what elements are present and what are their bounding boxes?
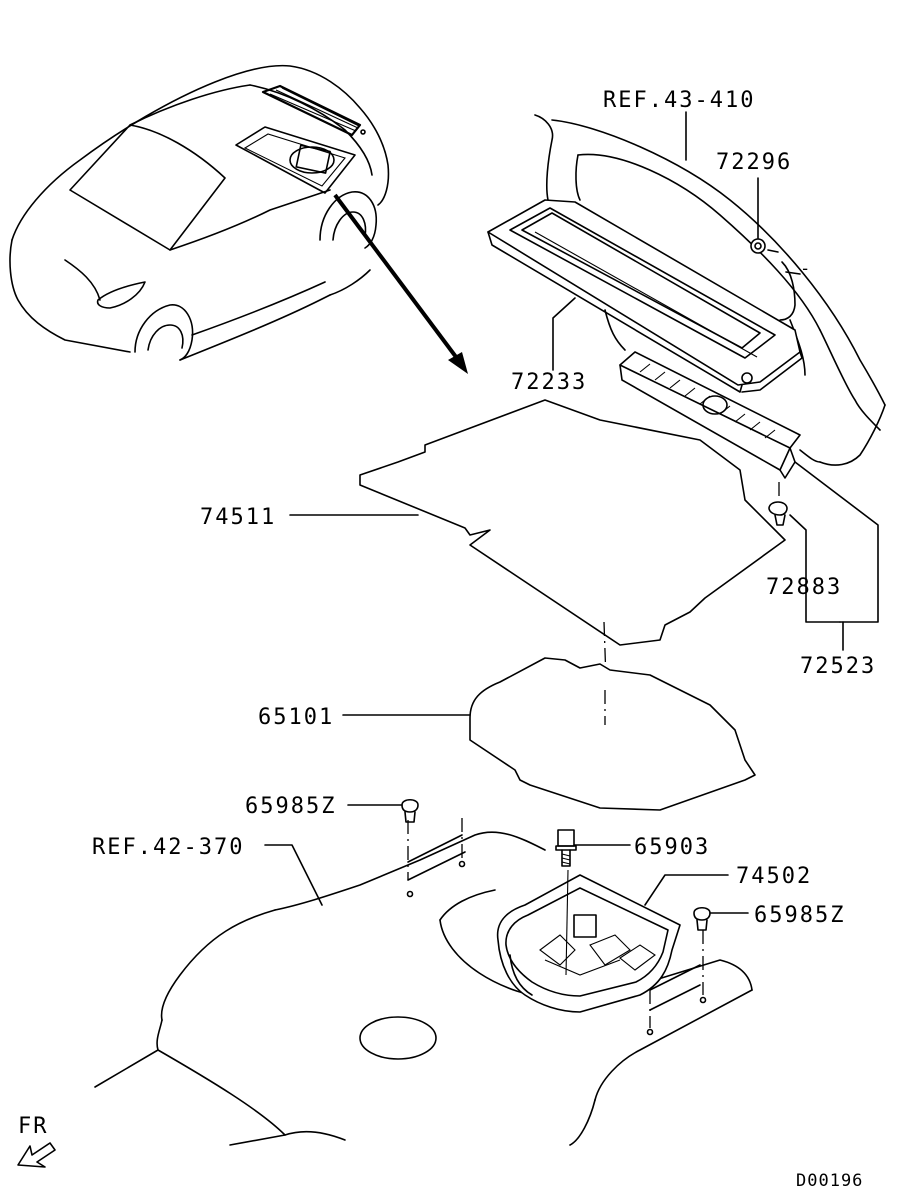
detail-arrow bbox=[333, 193, 468, 374]
sill-trim-72523 bbox=[619, 351, 801, 479]
label-ref-42-370: REF.42-370 bbox=[92, 835, 244, 860]
front-indicator-label: FR bbox=[18, 1114, 49, 1139]
clip-72296: - bbox=[750, 238, 811, 321]
label-65985z-right: 65985Z bbox=[754, 903, 845, 928]
tray-65101 bbox=[469, 657, 756, 811]
side-panel-ref-43-410 bbox=[534, 114, 886, 466]
label-65101: 65101 bbox=[258, 705, 334, 730]
clip-72883 bbox=[768, 482, 788, 526]
label-65903: 65903 bbox=[634, 835, 710, 860]
label-65985z-left: 65985Z bbox=[245, 794, 336, 819]
label-ref-43-410: REF.43-410 bbox=[603, 88, 755, 113]
front-arrow-icon bbox=[17, 1142, 56, 1168]
leader-lines bbox=[264, 111, 879, 914]
label-74502: 74502 bbox=[736, 864, 812, 889]
part-labels: REF.43-410 72296 72233 74511 72883 72523… bbox=[18, 88, 876, 1187]
drawing-code: D00196 bbox=[796, 1171, 863, 1187]
clip-65985z-right bbox=[693, 906, 711, 931]
floor-panel-ref-42-370 bbox=[94, 818, 753, 1146]
label-72883: 72883 bbox=[766, 575, 842, 600]
label-74511: 74511 bbox=[200, 505, 276, 530]
floor-mat-74511 bbox=[359, 399, 786, 681]
vehicle-overview bbox=[9, 64, 390, 361]
parcel-shelf-72233 bbox=[487, 199, 803, 393]
label-72523: 72523 bbox=[800, 654, 876, 679]
clip-65985z-left bbox=[401, 798, 419, 823]
label-72296: 72296 bbox=[716, 150, 792, 175]
label-72233: 72233 bbox=[511, 370, 587, 395]
storage-box-74502 bbox=[496, 869, 681, 1013]
bolt-65903 bbox=[555, 829, 577, 867]
wire-marker: - bbox=[800, 259, 811, 279]
